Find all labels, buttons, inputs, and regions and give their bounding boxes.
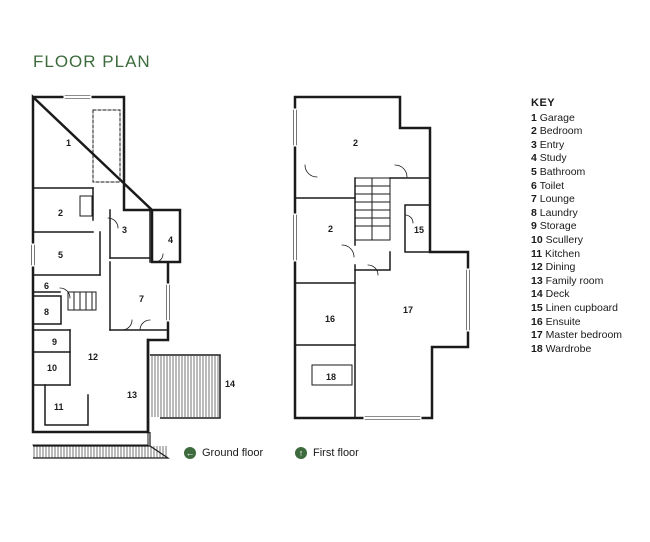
room-number: 2 (353, 138, 358, 148)
key-item-label: Deck (545, 288, 570, 301)
key-item: 11 Kitchen (531, 248, 622, 262)
room-number: 4 (168, 235, 173, 245)
arrow-left-icon: ← (184, 447, 196, 459)
key-item-number: 9 (531, 220, 537, 233)
key-item-label: Bedroom (539, 125, 583, 138)
first-floor-labels: 2 2 15 16 17 18 (325, 138, 424, 382)
key-item-label: Kitchen (545, 247, 581, 260)
key-item: 9 Storage (531, 220, 622, 234)
first-floor-label: First floor (313, 447, 359, 459)
key-item-number: 1 (531, 111, 537, 124)
first-outer-wall (293, 95, 470, 420)
key-item: 12 Dining (531, 261, 622, 275)
key-item: 4 Study (531, 152, 622, 166)
key-item-number: 7 (531, 193, 537, 206)
key-item-number: 3 (531, 138, 537, 151)
key-item-number: 11 (531, 247, 543, 260)
room-number: 12 (88, 352, 98, 362)
key-item-label: Ensuite (545, 315, 581, 328)
key-item: 1 Garage (531, 112, 622, 126)
key-item: 18 Wardrobe (531, 343, 622, 357)
room-number: 5 (58, 250, 63, 260)
key-item-label: Laundry (539, 206, 578, 219)
key-item: 8 Laundry (531, 207, 622, 221)
key-item-label: Scullery (545, 233, 583, 246)
key-item: 15 Linen cupboard (531, 302, 622, 316)
key-item: 13 Family room (531, 275, 622, 289)
kitchen-bench (44, 384, 89, 426)
room-number: 11 (54, 402, 64, 412)
room-number: 14 (225, 379, 235, 389)
key-item-number: 12 (531, 261, 543, 274)
key-item-label: Wardrobe (545, 342, 592, 355)
ground-floor-label: Ground floor (202, 447, 264, 459)
key-item-label: Bathroom (539, 165, 586, 178)
room-number: 6 (44, 281, 49, 291)
key-item-number: 8 (531, 206, 537, 219)
room-number: 16 (325, 314, 335, 324)
key-item-label: Toilet (539, 179, 565, 192)
room-number: 2 (328, 224, 333, 234)
key-item: 10 Scullery (531, 234, 622, 248)
key-item-label: Study (539, 152, 567, 165)
wardrobe-small (79, 195, 93, 217)
key-item: 6 Toilet (531, 180, 622, 194)
room-number: 1 (66, 138, 71, 148)
key-item: 17 Master bedroom (531, 329, 622, 343)
key-item-number: 4 (531, 152, 537, 165)
arrow-up-icon: ↑ (295, 447, 307, 459)
room-number: 8 (44, 307, 49, 317)
key-item-number: 2 (531, 125, 537, 138)
key-item: 5 Bathroom (531, 166, 622, 180)
room-number: 7 (139, 294, 144, 304)
key-item-label: Master bedroom (545, 329, 623, 342)
key-item-number: 10 (531, 233, 543, 246)
key-item: 7 Lounge (531, 193, 622, 207)
room-number: 10 (47, 363, 57, 373)
key-title: KEY (531, 97, 556, 109)
key-item-label: Dining (545, 261, 576, 274)
deck-edge (33, 432, 170, 459)
key-item: 14 Deck (531, 288, 622, 302)
laundry-room (32, 295, 62, 325)
key-item-number: 6 (531, 179, 537, 192)
ground-floor-labels: 1 2 3 4 5 6 7 8 9 10 11 12 13 14 (44, 138, 235, 412)
key-item-number: 5 (531, 165, 537, 178)
room-number: 13 (127, 390, 137, 400)
room-number: 2 (58, 208, 63, 218)
key-item-number: 14 (531, 288, 543, 301)
room-number: 17 (403, 305, 413, 315)
first-floor-plan (293, 95, 470, 420)
garage-car-outline (92, 109, 121, 183)
key-item: 2 Bedroom (531, 125, 622, 139)
key-item-number: 15 (531, 301, 543, 314)
ground-floor-plan (31, 94, 182, 446)
room-number: 18 (326, 372, 336, 382)
key-item-label: Linen cupboard (545, 301, 619, 314)
page-title: FLOOR PLAN (33, 52, 151, 71)
key-item-number: 18 (531, 342, 543, 355)
first-floor-link[interactable]: ↑ First floor (295, 447, 359, 459)
ground-floor-link[interactable]: ← Ground floor (184, 447, 263, 459)
key-item: 16 Ensuite (531, 316, 622, 330)
key-item-label: Family room (545, 274, 604, 287)
key-item-number: 13 (531, 274, 543, 287)
first-stairs (354, 177, 391, 241)
key-item-number: 16 (531, 315, 543, 328)
room-number: 3 (122, 225, 127, 235)
deck (33, 354, 221, 459)
room-number: 15 (414, 225, 424, 235)
key-item-label: Lounge (539, 193, 575, 206)
key-item-label: Garage (539, 111, 575, 124)
key-item-label: Entry (539, 138, 565, 151)
key-item-number: 17 (531, 329, 543, 342)
key-item: 3 Entry (531, 139, 622, 153)
key-item-label: Storage (539, 220, 577, 233)
ground-stairs (67, 291, 97, 311)
room-number: 9 (52, 337, 57, 347)
